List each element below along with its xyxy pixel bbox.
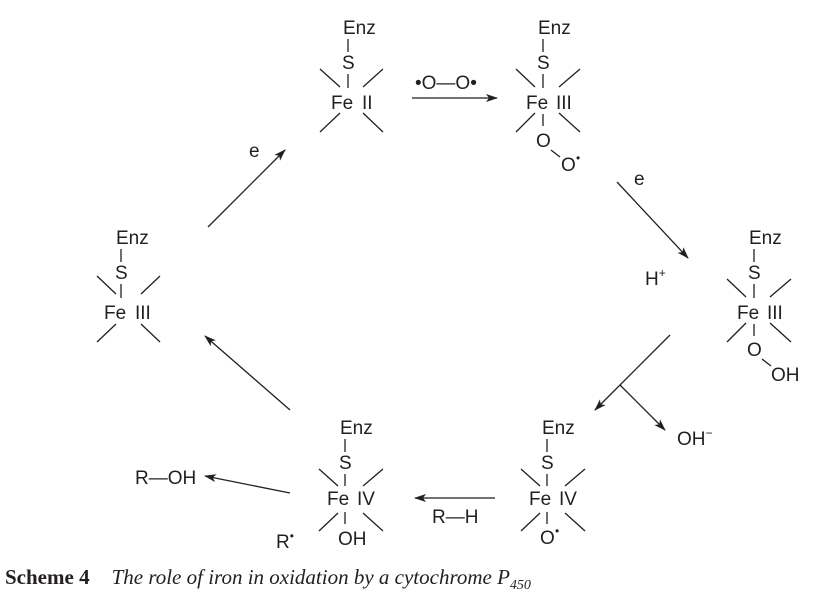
- enz-label: Enz: [343, 18, 376, 39]
- oxidation-state: II: [362, 93, 373, 114]
- sulfur-label: S: [541, 453, 554, 474]
- oxygen-label: O: [747, 340, 762, 361]
- scheme-caption: Scheme 4 The role of iron in oxidation by…: [5, 565, 531, 594]
- iron-label: Fe: [331, 93, 353, 114]
- oxidation-state: III: [767, 303, 783, 324]
- arrow-electron-1: [207, 149, 286, 228]
- iron-label: Fe: [327, 489, 349, 510]
- iron-label: Fe: [737, 303, 759, 324]
- electron-label: e: [249, 141, 260, 162]
- oxygen-label: O: [561, 155, 576, 176]
- hydroxyl-label: OH: [771, 365, 800, 386]
- iron-label: Fe: [104, 303, 126, 324]
- enz-label: Enz: [116, 228, 149, 249]
- proton-label: H+: [645, 266, 666, 290]
- alkyl-radical-label: R•: [276, 529, 294, 553]
- caption-label: Scheme 4: [5, 565, 90, 589]
- oxidation-state: IV: [357, 489, 375, 510]
- sulfur-label: S: [748, 263, 761, 284]
- electron-label: e: [634, 169, 645, 190]
- substrate-label: R—H: [432, 507, 478, 528]
- oxidation-state: III: [135, 303, 151, 324]
- caption-subscript: 450: [509, 578, 531, 594]
- arrow-electron-2: [616, 181, 689, 259]
- arrow-water-loss: [594, 334, 671, 411]
- oxygen-label: O: [536, 131, 551, 152]
- iron-label: Fe: [526, 93, 548, 114]
- arrow-regeneration: [204, 335, 291, 411]
- hydroxyl-label: OH: [338, 529, 367, 550]
- complex-bottom-right-fe-iv-oxo: Enz S Fe IV O •: [520, 418, 586, 549]
- radical-dot: •: [576, 151, 580, 165]
- product-label: R—OH: [135, 468, 196, 489]
- caption-text: The role of iron in oxidation by a cytoc…: [111, 565, 510, 589]
- complex-top-fe-ii: Enz S Fe II: [319, 18, 384, 133]
- sulfur-label: S: [342, 53, 355, 74]
- complex-left-fe-iii: Enz S Fe III: [96, 228, 161, 343]
- sulfur-label: S: [537, 53, 550, 74]
- enz-label: Enz: [749, 228, 782, 249]
- oxidation-state: III: [556, 93, 572, 114]
- sulfur-label: S: [115, 263, 128, 284]
- sulfur-label: S: [339, 453, 352, 474]
- complex-bottom-middle-fe-iv-hydroxo: Enz S Fe IV OH: [318, 418, 384, 550]
- radical-dot: •: [555, 524, 559, 538]
- oxygen-label: O: [540, 528, 555, 549]
- enz-label: Enz: [340, 418, 373, 439]
- enz-label: Enz: [542, 418, 575, 439]
- oxidation-state: IV: [559, 489, 577, 510]
- arrow-product-release: [204, 474, 291, 494]
- enz-label: Enz: [538, 18, 571, 39]
- dioxygen-label: •O—O•: [415, 73, 477, 94]
- hydroxide-label: OH−: [677, 426, 713, 450]
- iron-label: Fe: [529, 489, 551, 510]
- complex-right-fe-iii-hydroperoxo: Enz S Fe III O OH: [726, 228, 800, 386]
- arrow-hydroxide-release: [619, 384, 666, 431]
- complex-top-right-fe-iii-superoxo: Enz S Fe III O O •: [515, 18, 581, 176]
